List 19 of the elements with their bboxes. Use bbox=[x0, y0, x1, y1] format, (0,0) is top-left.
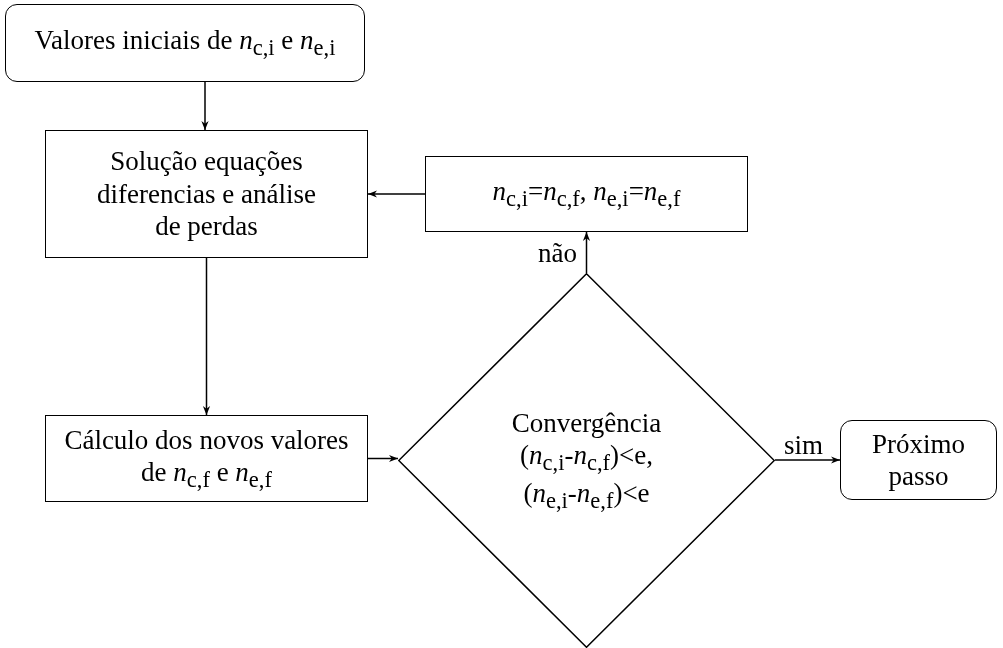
decision-text: (n$_{e,i}$-n$_{e,f}$)<e bbox=[523, 476, 650, 515]
box-text: n$_{c,i}$=n$_{c,f}$, n$_{e,i}$=n$_{e,f}$ bbox=[492, 175, 681, 213]
box-text: Cálculo dos novos valores de n$_{c,f}$ e n$_{e,f}$ bbox=[63, 423, 350, 494]
process-box bbox=[45, 130, 368, 258]
arrow bbox=[582, 231, 591, 274]
decision-text: (n$_{c,i}$-n$_{c,f}$)<e, bbox=[520, 439, 653, 477]
process-box bbox=[425, 156, 748, 232]
decision-text: Convergência bbox=[511, 406, 662, 440]
arrow bbox=[367, 454, 399, 463]
start-box bbox=[5, 4, 365, 82]
arrow bbox=[367, 190, 426, 198]
box-text: Próximo passo bbox=[871, 427, 966, 493]
arrow bbox=[201, 81, 209, 131]
arrow bbox=[774, 456, 841, 464]
arrow bbox=[202, 257, 211, 416]
process-box bbox=[45, 415, 368, 502]
end-box bbox=[840, 420, 997, 500]
box-text: Valores iniciais de n$_{c,i}$ e n$_{e,i}$ bbox=[34, 24, 336, 62]
box-text: Solução equações diferencias e análise de perdas bbox=[96, 145, 317, 243]
